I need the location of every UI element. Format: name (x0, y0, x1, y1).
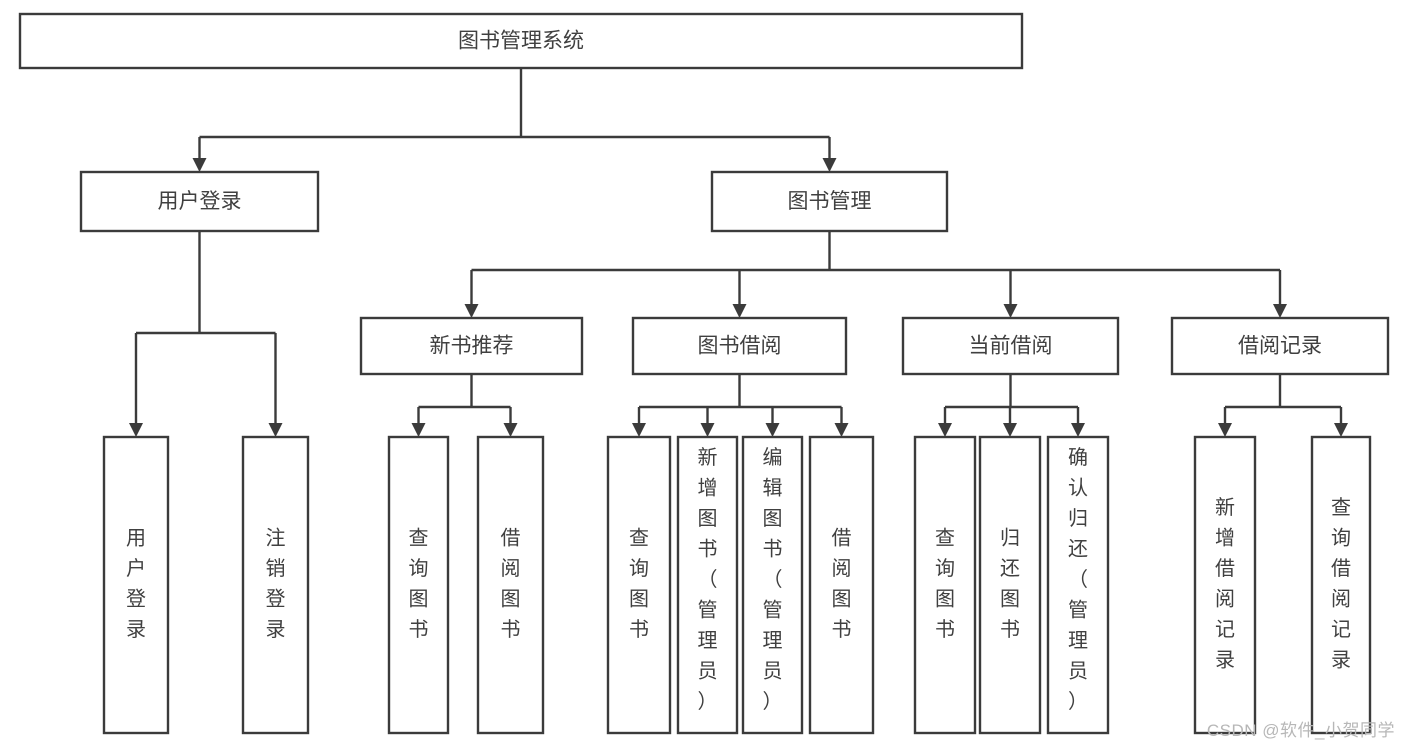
node-leaf_11[interactable]: 确认归还（管理员） (1046, 435, 1110, 735)
edge-group-l2_a (411, 374, 518, 437)
node-label: 查询借阅记录 (1331, 496, 1351, 672)
node-leaf_13[interactable]: 查询借阅记录 (1310, 435, 1372, 735)
node-label: 图书管理 (788, 190, 872, 213)
node-label: 图书管理系统 (458, 30, 584, 53)
edge-group-root (192, 68, 837, 172)
node-l1_a[interactable]: 用户登录 (79, 170, 320, 233)
node-leaf_3[interactable]: 查询图书 (387, 435, 450, 735)
node-leaf_8[interactable]: 借阅图书 (808, 435, 875, 735)
node-leaf_4[interactable]: 借阅图书 (476, 435, 545, 735)
node-leaf_2[interactable]: 注销登录 (241, 435, 310, 735)
node-label: 新增借阅记录 (1215, 496, 1235, 672)
csdn-watermark: CSDN @软件_小贺同学 (1206, 721, 1395, 740)
node-label: 确认归还（管理员） (1068, 446, 1088, 713)
edge-layer (129, 68, 1348, 437)
node-leaf_6[interactable]: 新增图书（管理员） (676, 435, 739, 735)
node-label: 注销登录 (266, 527, 286, 642)
node-label: 借阅记录 (1238, 335, 1322, 358)
node-l2_b[interactable]: 图书借阅 (631, 316, 848, 376)
edge-group-l2_d (1218, 374, 1348, 437)
node-label: 归还图书 (1000, 527, 1020, 642)
node-l2_d[interactable]: 借阅记录 (1170, 316, 1390, 376)
node-label: 用户登录 (126, 528, 146, 642)
node-l1_b[interactable]: 图书管理 (710, 170, 949, 233)
node-label: 用户登录 (158, 190, 242, 213)
node-leaf_9[interactable]: 查询图书 (913, 435, 977, 735)
node-leaf_10[interactable]: 归还图书 (978, 435, 1042, 735)
node-label: 当前借阅 (969, 335, 1053, 358)
node-label: 图书借阅 (698, 335, 782, 358)
node-label: 查询图书 (935, 527, 955, 642)
node-l2_c[interactable]: 当前借阅 (901, 316, 1120, 376)
node-leaf_7[interactable]: 编辑图书（管理员） (741, 435, 804, 735)
node-layer: 图书管理系统用户登录图书管理新书推荐图书借阅当前借阅借阅记录用户登录注销登录查询… (18, 12, 1390, 735)
node-leaf_12[interactable]: 新增借阅记录 (1193, 435, 1257, 735)
edge-group-l1_a (129, 231, 283, 437)
edge-group-l2_c (938, 374, 1085, 437)
node-l2_a[interactable]: 新书推荐 (359, 316, 584, 376)
node-label: 编辑图书（管理员） (763, 446, 783, 713)
node-leaf_1[interactable]: 用户登录 (102, 435, 170, 735)
node-label: 借阅图书 (832, 527, 852, 642)
node-label: 查询图书 (629, 527, 649, 642)
edge-group-l1_b (464, 231, 1287, 318)
node-leaf_5[interactable]: 查询图书 (606, 435, 672, 735)
node-label: 新增图书（管理员） (698, 446, 718, 713)
node-label: 借阅图书 (501, 527, 521, 642)
node-label: 查询图书 (409, 527, 429, 642)
node-root[interactable]: 图书管理系统 (18, 12, 1024, 70)
edge-group-l2_b (632, 374, 849, 437)
node-label: 新书推荐 (430, 335, 514, 358)
